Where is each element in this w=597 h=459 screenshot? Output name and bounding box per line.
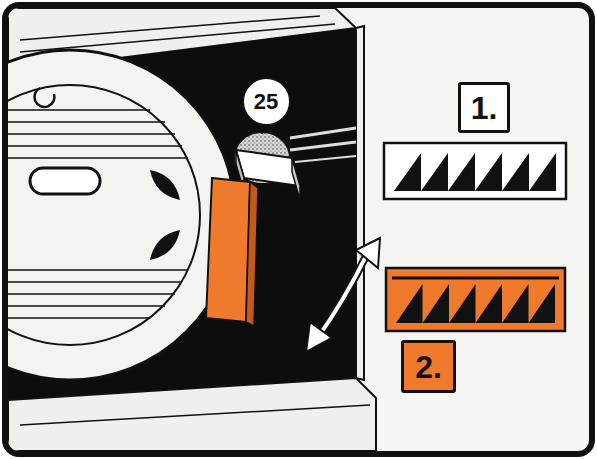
treble-symbol-low (384, 143, 566, 199)
frame-border (5, 5, 592, 454)
double-arrow (306, 238, 380, 352)
callout-number: 25 (242, 77, 291, 126)
step-number: 1. (471, 92, 498, 124)
treble-symbol-high (386, 268, 565, 331)
slot (30, 168, 100, 194)
disc (8, 50, 235, 380)
step-box: 2. (401, 340, 456, 393)
callout-text: 25 (254, 91, 278, 113)
orange-lever (206, 178, 250, 322)
step-number: 2. (415, 351, 442, 383)
step-box: 1. (458, 82, 510, 133)
housing-bottom (8, 378, 376, 451)
